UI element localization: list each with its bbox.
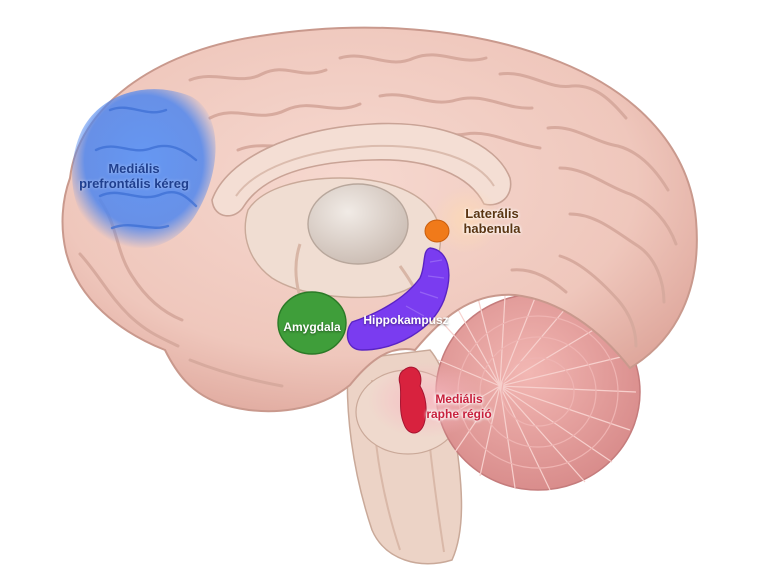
lhb-label: Laterális habenula <box>450 206 534 236</box>
hippocampus-region <box>346 247 450 351</box>
amygdala-region <box>277 291 347 355</box>
hippocampus-label: Hippokampusz <box>363 313 449 327</box>
thalamus <box>307 183 409 265</box>
amygdala-label: Amygdala <box>283 320 341 334</box>
mpfc-label-line1: Mediális <box>108 161 160 176</box>
lhb-label-line1: Laterális <box>465 206 519 221</box>
mr-label-line2: raphe régió <box>426 407 492 421</box>
mr-region <box>398 366 427 434</box>
mpfc-region <box>72 89 216 249</box>
lhb-label-line2: habenula <box>463 221 521 236</box>
mpfc-label-line2: prefrontális kéreg <box>79 176 189 191</box>
mr-label-line1: Mediális <box>435 392 483 406</box>
lhb-node <box>424 219 450 243</box>
mpfc-label: Mediális prefrontális kéreg <box>72 161 196 191</box>
cerebellum-folia <box>437 295 637 491</box>
mr-label: Mediális raphe régió <box>404 392 514 422</box>
